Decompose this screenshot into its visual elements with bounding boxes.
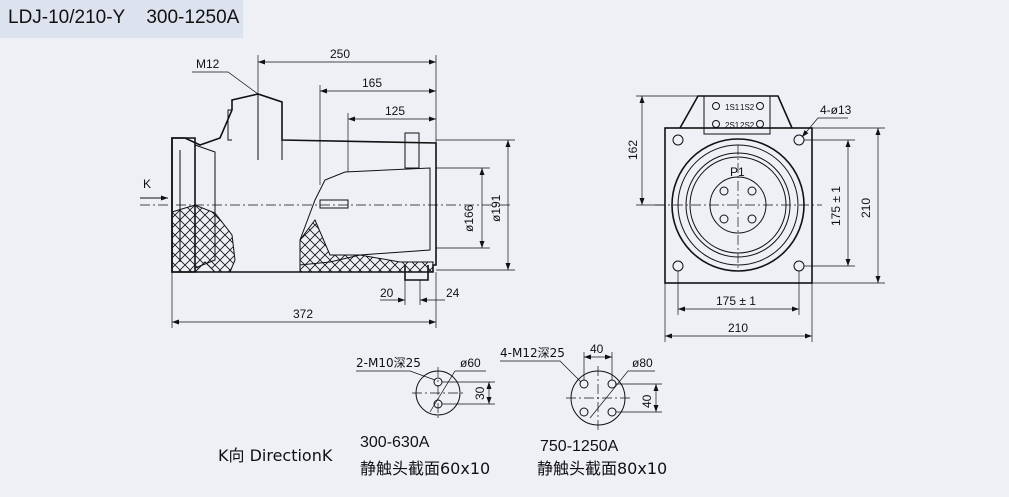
m12-leader	[192, 71, 259, 95]
terminal-screw-4	[756, 120, 764, 128]
side-terminal-bolt	[227, 109, 232, 141]
small-thread-leader	[356, 370, 436, 381]
terminal-screw-3	[712, 120, 720, 128]
dim-20-label: 20	[380, 286, 394, 300]
side-secondary-bushing	[404, 132, 420, 169]
side-hatch-right	[299, 219, 434, 273]
small-dia-leader	[429, 370, 486, 413]
terminal-label-2s2: 2S2	[740, 121, 755, 130]
side-hatch-left	[171, 204, 236, 273]
dim-165-label: 165	[362, 76, 382, 90]
current-range: 300-1250A	[146, 7, 240, 28]
mount-hole-br	[793, 260, 805, 272]
side-terminal-post	[257, 94, 283, 160]
side-flange-inner	[194, 144, 216, 269]
label-k: K	[143, 177, 151, 191]
terminal-label-2s1: 2S1	[725, 121, 740, 130]
direction-caption: K向 DirectionK	[218, 446, 333, 465]
dim-162-label: 162	[626, 140, 640, 160]
dim-d191-label: ø191	[489, 194, 503, 222]
small-dia-label: ø60	[460, 356, 481, 370]
dim-holes-label: 4-ø13	[820, 103, 852, 117]
side-insert	[319, 199, 349, 209]
large-hole-1	[579, 379, 589, 389]
front-terminal-plate	[703, 95, 771, 135]
large-current-label: 750-1250A	[540, 438, 619, 455]
small-dim-label: 30	[473, 386, 487, 400]
large-thread-leader	[500, 360, 582, 383]
small-thread-label: 2-M10深25	[356, 356, 421, 370]
mount-hole-tl	[672, 134, 684, 146]
large-hole-3	[579, 407, 589, 417]
small-current-label: 300-630A	[360, 434, 430, 451]
dim-175v-label: 175 ± 1	[829, 186, 843, 226]
model-name: LDJ-10/210-Y	[8, 7, 126, 28]
dim-24-label: 24	[446, 286, 460, 300]
mount-hole-bl	[672, 260, 684, 272]
dim-210h-label: 210	[728, 321, 748, 335]
large-thread-label: 4-M12深25	[500, 346, 565, 360]
large-dia-leader	[589, 370, 655, 419]
detail-small: 2-M10深25 ø60 30 300-630A 静触头截面60x10	[356, 356, 495, 478]
title-bar: LDJ-10/210-Y 300-1250A	[0, 0, 243, 38]
small-section-label: 静触头截面60x10	[360, 459, 490, 478]
model-title: LDJ-10/210-Y 300-1250A	[8, 7, 239, 29]
terminal-screw-2	[756, 102, 764, 110]
side-view: M12 250 165 125 K ø166 ø191 20 24 372	[140, 47, 515, 328]
dim-125-label: 125	[385, 104, 405, 118]
contact-hole-1	[719, 186, 729, 196]
large-dim-top-label: 40	[590, 342, 604, 356]
contact-hole-3	[719, 214, 729, 224]
large-section-label: 静触头截面80x10	[537, 459, 667, 478]
holes-leader	[801, 117, 848, 138]
terminal-screw-1	[712, 102, 720, 110]
large-dim-side-label: 40	[640, 394, 654, 408]
dim-210v-label: 210	[859, 198, 873, 218]
dim-175h-label: 175 ± 1	[716, 294, 756, 308]
terminal-label-1s2: 1S2	[740, 103, 755, 112]
contact-hole-4	[747, 214, 757, 224]
front-view: 1S1 1S2 2S1 2S2 P1 4-ø13 162 175	[626, 95, 885, 342]
label-p1: P1	[730, 165, 745, 179]
dim-d166-label: ø166	[462, 204, 476, 232]
detail-large: 4-M12深25 40 ø80 40 750-1250A 静触头截面80x10	[500, 342, 667, 478]
front-square-base	[664, 127, 813, 284]
dim-250-label: 250	[330, 47, 350, 61]
large-dia-label: ø80	[632, 356, 653, 370]
contact-hole-2	[747, 186, 757, 196]
dim-m12-label: M12	[196, 57, 220, 71]
large-hole-4	[607, 407, 617, 417]
terminal-label-1s1: 1S1	[725, 103, 740, 112]
dim-372-label: 372	[293, 307, 313, 321]
